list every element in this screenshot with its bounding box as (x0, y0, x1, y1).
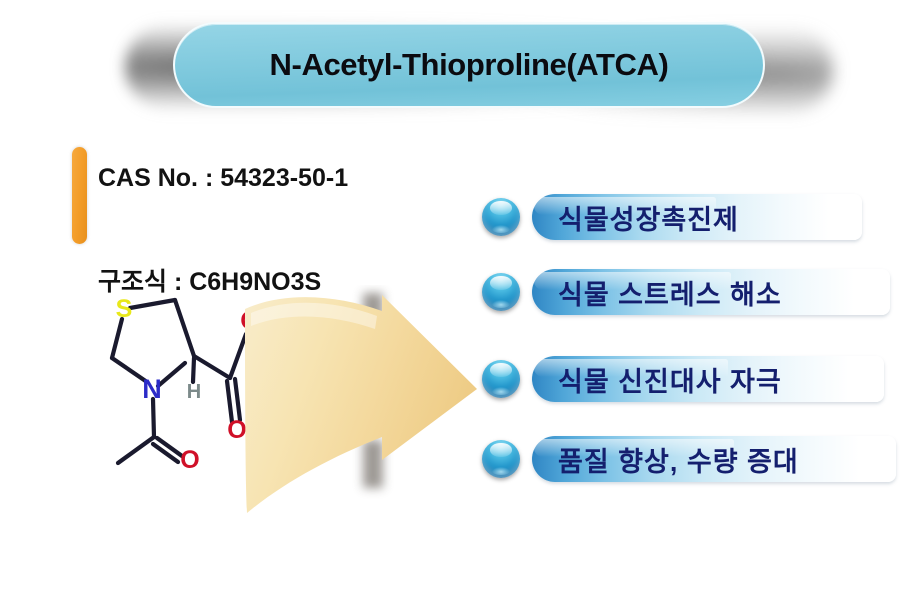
bullet-sphere-icon (482, 273, 520, 311)
molecular-formula-label: 구조식 : C6H9NO3S (98, 268, 322, 296)
atom-label-sulfur: S (116, 295, 133, 323)
arrow-shape (245, 295, 477, 513)
benefit-item-1[interactable]: 식물성장촉진제 (482, 194, 862, 240)
accent-bar (72, 147, 87, 244)
benefit-label-1: 식물성장촉진제 (558, 204, 739, 235)
bullet-sphere-icon (482, 440, 520, 478)
atom-label-nitrogen: N (142, 374, 162, 404)
bullet-sphere-icon (482, 198, 520, 236)
page-title: N-Acetyl-Thioproline(ATCA) (269, 47, 669, 82)
benefit-pill-1: 식물성장촉진제 (532, 194, 862, 240)
right-arrow (245, 285, 500, 520)
benefit-item-4[interactable]: 품질 향상, 수량 증대 (482, 436, 896, 482)
cas-number-label: CAS No. : 54323-50-1 (98, 164, 349, 192)
benefit-label-4: 품질 향상, 수량 증대 (558, 446, 799, 477)
atom-label-hydrogen-alpha: H (187, 381, 201, 403)
chemical-structure-diagram: S N O O O H H (82, 286, 312, 501)
bullet-sphere-icon (482, 360, 520, 398)
atom-label-oxygen-carbonyl: O (227, 416, 246, 444)
benefit-label-2: 식물 스트레스 해소 (558, 279, 782, 310)
title-pill: N-Acetyl-Thioproline(ATCA) (173, 22, 765, 108)
benefit-pill-3: 식물 신진대사 자극 (532, 356, 884, 402)
benefit-label-3: 식물 신진대사 자극 (558, 366, 782, 397)
benefit-item-3[interactable]: 식물 신진대사 자극 (482, 356, 884, 402)
atom-label-oxygen-acetyl: O (180, 446, 199, 474)
title-banner: N-Acetyl-Thioproline(ATCA) (125, 22, 833, 112)
benefit-pill-4: 품질 향상, 수량 증대 (532, 436, 896, 482)
benefit-pill-2: 식물 스트레스 해소 (532, 269, 890, 315)
benefit-item-2[interactable]: 식물 스트레스 해소 (482, 269, 890, 315)
